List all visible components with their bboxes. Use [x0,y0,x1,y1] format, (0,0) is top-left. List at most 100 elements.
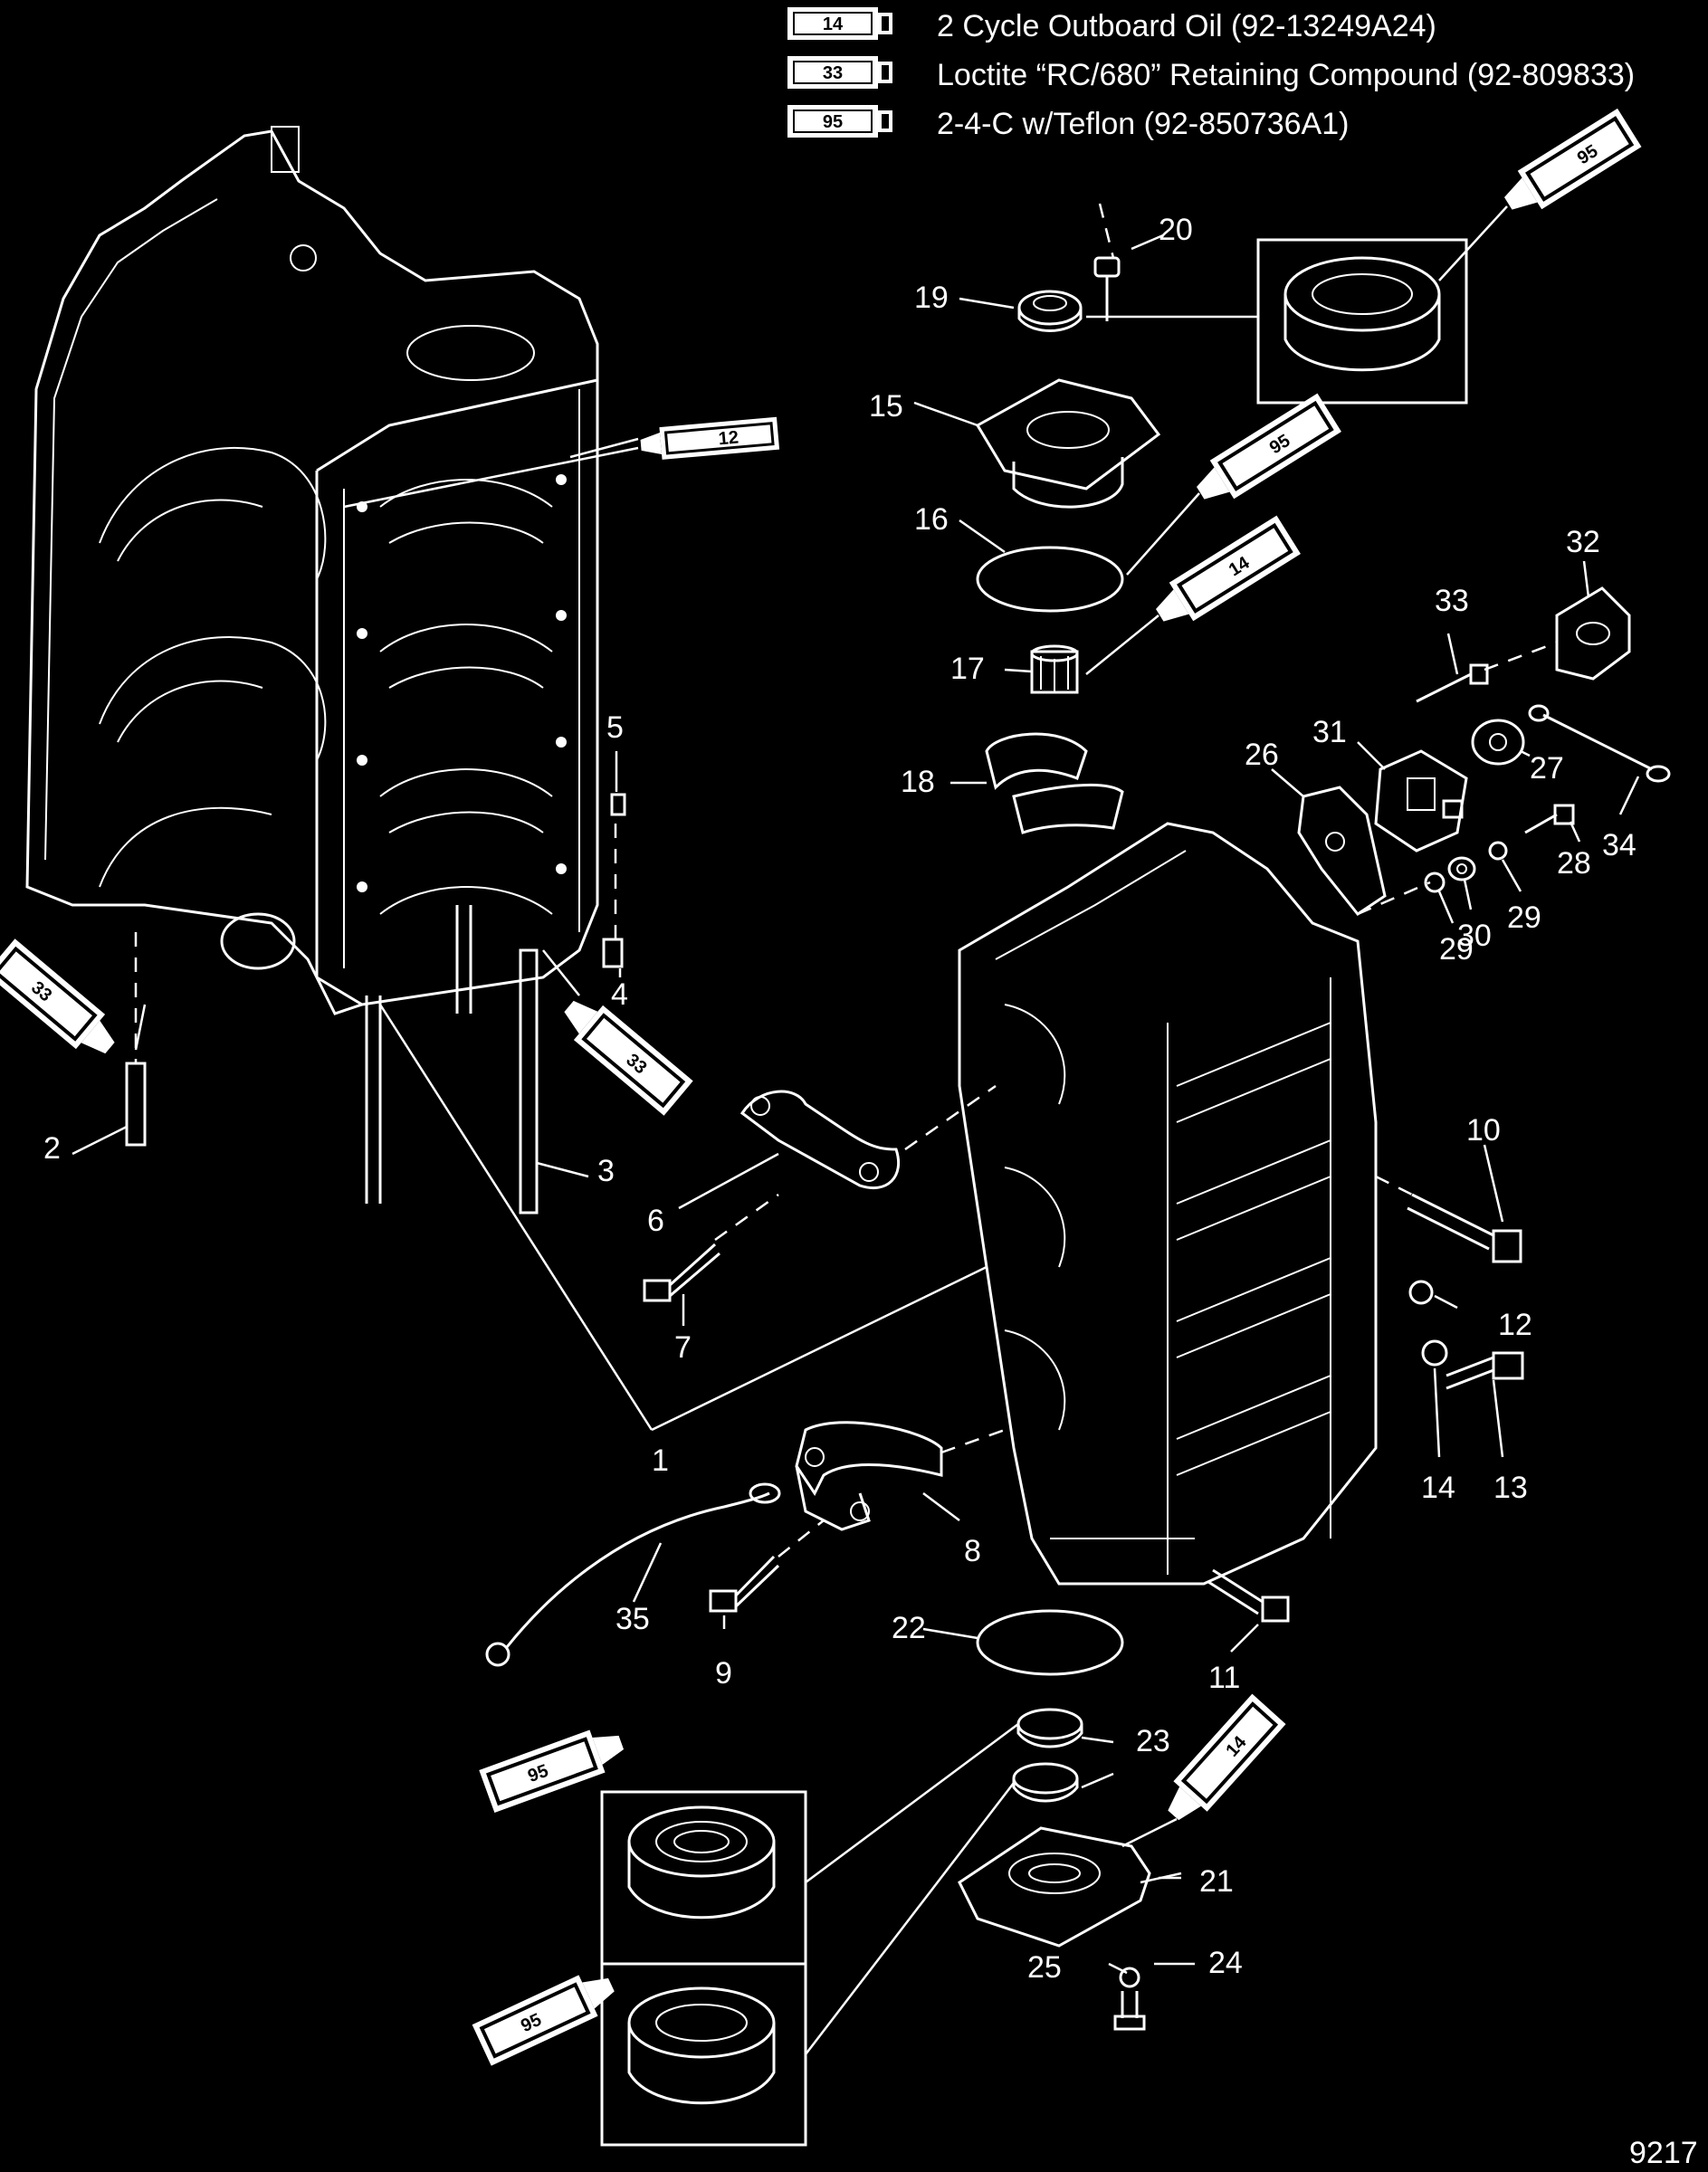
label-20: 20 [1159,213,1193,247]
tube-33-left: 33 [0,938,115,1054]
part-34-wire [1528,704,1671,783]
part-30-spacer [1447,856,1476,881]
part-15-bearing-housing [975,378,1161,509]
tube-95-bottom-1: 95 [479,1729,625,1813]
part-19-seal [1017,290,1083,332]
part-24-screw [1113,1991,1146,2031]
label-6: 6 [647,1204,664,1238]
figure-number: 9217 [1629,2136,1698,2170]
label-19: 19 [914,281,949,315]
tube-12: 12 [640,416,780,460]
inset-seal-bottom-2 [600,1962,807,2147]
label-24: 24 [1208,1946,1243,1980]
label-16: 16 [914,502,949,537]
part-7-bolt [643,1243,720,1302]
part-18-bearing-race [985,732,1124,834]
part-13-screw [1446,1351,1524,1390]
label-11: 11 [1208,1661,1240,1695]
label-26: 26 [1245,738,1279,772]
part-31-fitting [1374,749,1468,853]
legend-text: Loctite “RC/680” Retaining Compound (92-… [937,58,1635,92]
part-27 [1471,719,1525,766]
label-10: 10 [1466,1113,1501,1148]
part-17-needle-bearing [1030,644,1079,694]
part-29-washer-a [1424,872,1446,893]
part-32-housing [1555,586,1631,681]
label-29b: 29 [1507,900,1541,935]
part-5-dowel [610,793,626,816]
part-25-washer [1119,1967,1140,1988]
label-22: 22 [892,1611,926,1645]
part-2-stud [125,1062,147,1147]
crankcase-cover [958,822,1378,1586]
part-26-gasket [1297,786,1387,917]
part-16-o-ring [976,546,1124,613]
part-11-bolt [1207,1568,1290,1623]
tube-14-17: 14 [1156,515,1301,622]
part-6-bearing-cap [739,1090,901,1190]
label-30: 30 [1457,919,1492,953]
label-4: 4 [611,977,628,1012]
label-32: 32 [1566,525,1600,559]
label-28: 28 [1557,846,1591,881]
label-27: 27 [1530,751,1564,786]
label-18: 18 [901,765,935,799]
label-2: 2 [43,1131,61,1166]
label-3: 3 [597,1154,615,1188]
cylinder-block-left [25,126,599,1204]
tube-code: 12 [718,428,739,450]
legend-text: 2-4-C w/Teflon (92-850736A1) [937,107,1349,141]
legend-item-33: 33 Loctite “RC/680” Retaining Compound (… [787,56,1635,92]
part-22-o-ring [976,1609,1124,1676]
part-21-bearing-housing [958,1826,1151,1948]
part-14-washer [1421,1339,1448,1367]
part-8-bearing-cap [795,1421,943,1531]
leader-lines [72,203,1640,2055]
label-7: 7 [674,1330,692,1365]
legend-code: 33 [823,63,843,83]
label-5: 5 [606,710,624,745]
legend-code: 95 [823,112,843,132]
reference-numbers: 1 2 3 4 5 6 7 8 9 10 11 12 13 14 15 16 1… [43,213,1698,2170]
part-29-washer-b [1488,841,1508,861]
part-28-screw [1524,804,1575,834]
part-4-dowel [602,938,624,968]
label-14: 14 [1421,1471,1455,1505]
label-8: 8 [964,1534,981,1568]
legend: 14 2 Cycle Outboard Oil (92-13249A24) 33… [787,7,1635,141]
label-34: 34 [1602,828,1636,862]
part-12-nut [1408,1280,1434,1305]
label-25: 25 [1027,1950,1062,1985]
label-29a: 29 [1439,932,1474,967]
label-21: 21 [1199,1864,1234,1899]
legend-item-14: 14 2 Cycle Outboard Oil (92-13249A24) [787,7,1436,43]
part-9-bolt [709,1555,780,1613]
label-15: 15 [869,389,903,424]
label-1: 1 [652,1443,669,1478]
legend-text: 2 Cycle Outboard Oil (92-13249A24) [937,9,1436,43]
part-10-bolt [1407,1193,1522,1263]
legend-item-95: 95 2-4-C w/Teflon (92-850736A1) [787,105,1349,141]
label-13: 13 [1493,1471,1528,1505]
legend-code: 14 [823,14,844,34]
label-9: 9 [715,1656,732,1691]
part-23-seals [1012,1708,1083,1803]
label-12: 12 [1498,1308,1532,1342]
inset-seal-bottom-1 [600,1790,807,1966]
label-33: 33 [1435,584,1469,618]
part-33-screw [1416,663,1489,703]
part-35-ground-wire [485,1482,781,1667]
tube-95-top: 95 [1504,108,1642,210]
label-17: 17 [950,652,985,686]
label-35: 35 [615,1602,650,1636]
part-20-screw [1093,256,1121,321]
part-3-studs [519,948,539,1215]
label-23: 23 [1136,1724,1170,1758]
tube-95-16: 95 [1197,393,1341,500]
inset-seal-top [1256,238,1468,405]
label-31: 31 [1312,715,1347,749]
tube-95-bottom-2: 95 [472,1975,615,2066]
tube-14-bottom: 14 [1168,1693,1286,1821]
tube-33-bolt: 33 [564,1000,693,1116]
